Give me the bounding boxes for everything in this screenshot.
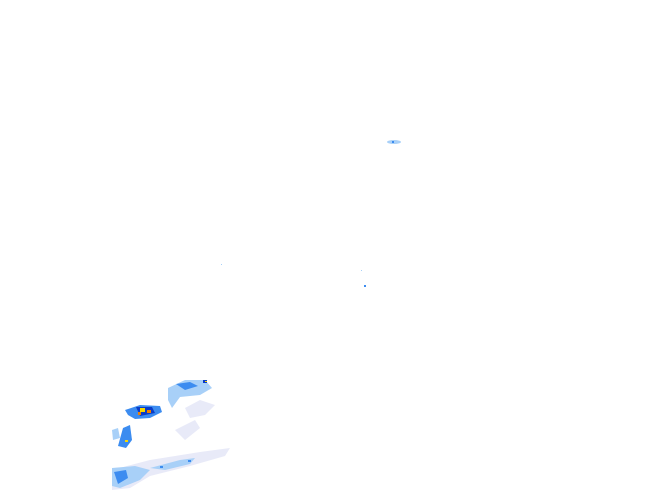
echo-center [221,264,366,287]
echo-southwest-cluster [112,380,230,490]
echo-top-right [387,140,401,144]
